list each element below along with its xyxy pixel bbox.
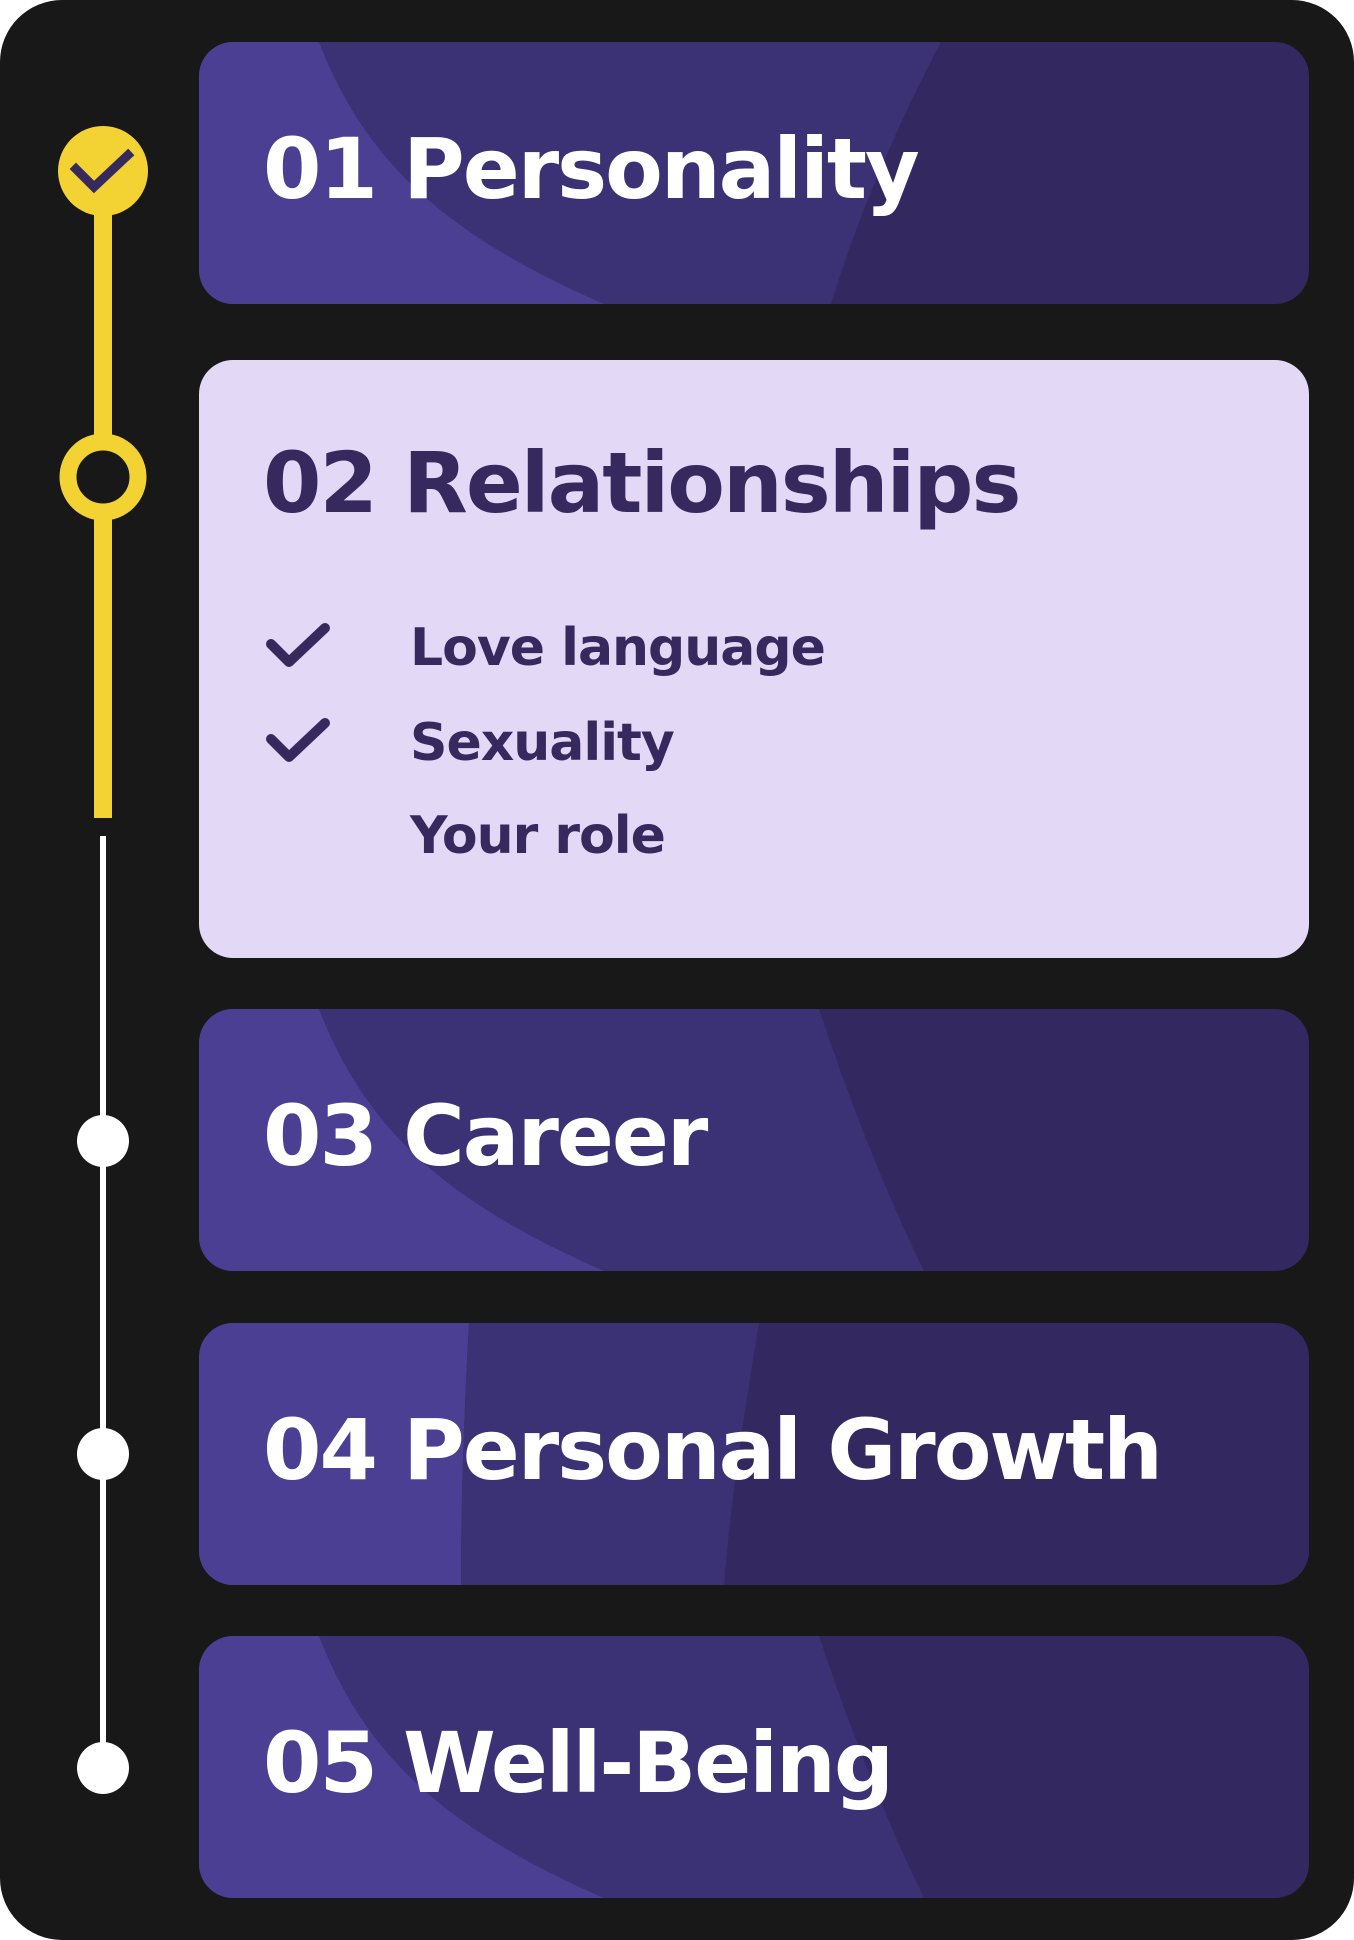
- subitem-your-role[interactable]: Your role: [199, 794, 999, 874]
- card-title: 04 Personal Growth: [263, 1401, 1163, 1499]
- step-1-marker[interactable]: [58, 126, 148, 216]
- step-2-marker[interactable]: [59, 433, 147, 521]
- subitem-label: Sexuality: [410, 713, 675, 773]
- card-title: 03 Career: [263, 1087, 708, 1185]
- subitem-sexuality[interactable]: Sexuality: [199, 701, 999, 781]
- progress-timeline: [58, 126, 148, 1794]
- check-icon: [266, 623, 330, 667]
- step-card-career[interactable]: 03 Career: [199, 1009, 1309, 1271]
- card-background-waves: [199, 1323, 759, 1585]
- step-card-personality[interactable]: 01 Personality: [199, 42, 1309, 304]
- card-title: 01 Personality: [263, 120, 920, 218]
- check-icon: [69, 148, 135, 194]
- step-card-relationships[interactable]: 02 Relationships Love language Sexuality…: [199, 360, 1309, 958]
- step-card-well-being[interactable]: 05 Well-Being: [199, 1636, 1309, 1898]
- card-background-waves: [199, 1636, 924, 1898]
- step-5-marker[interactable]: [77, 1742, 129, 1794]
- card-title: 02 Relationships: [263, 434, 1021, 532]
- card-background-waves: [199, 42, 941, 304]
- step-3-marker[interactable]: [77, 1115, 129, 1167]
- card-title: 05 Well-Being: [263, 1714, 894, 1812]
- step-4-marker[interactable]: [77, 1428, 129, 1480]
- subitem-label: Your role: [410, 806, 666, 866]
- card-background-waves: [199, 1009, 924, 1271]
- step-card-personal-growth[interactable]: 04 Personal Growth: [199, 1323, 1309, 1585]
- subitem-label: Love language: [410, 618, 826, 678]
- subitem-love-language[interactable]: Love language: [199, 606, 999, 686]
- check-icon: [266, 718, 330, 762]
